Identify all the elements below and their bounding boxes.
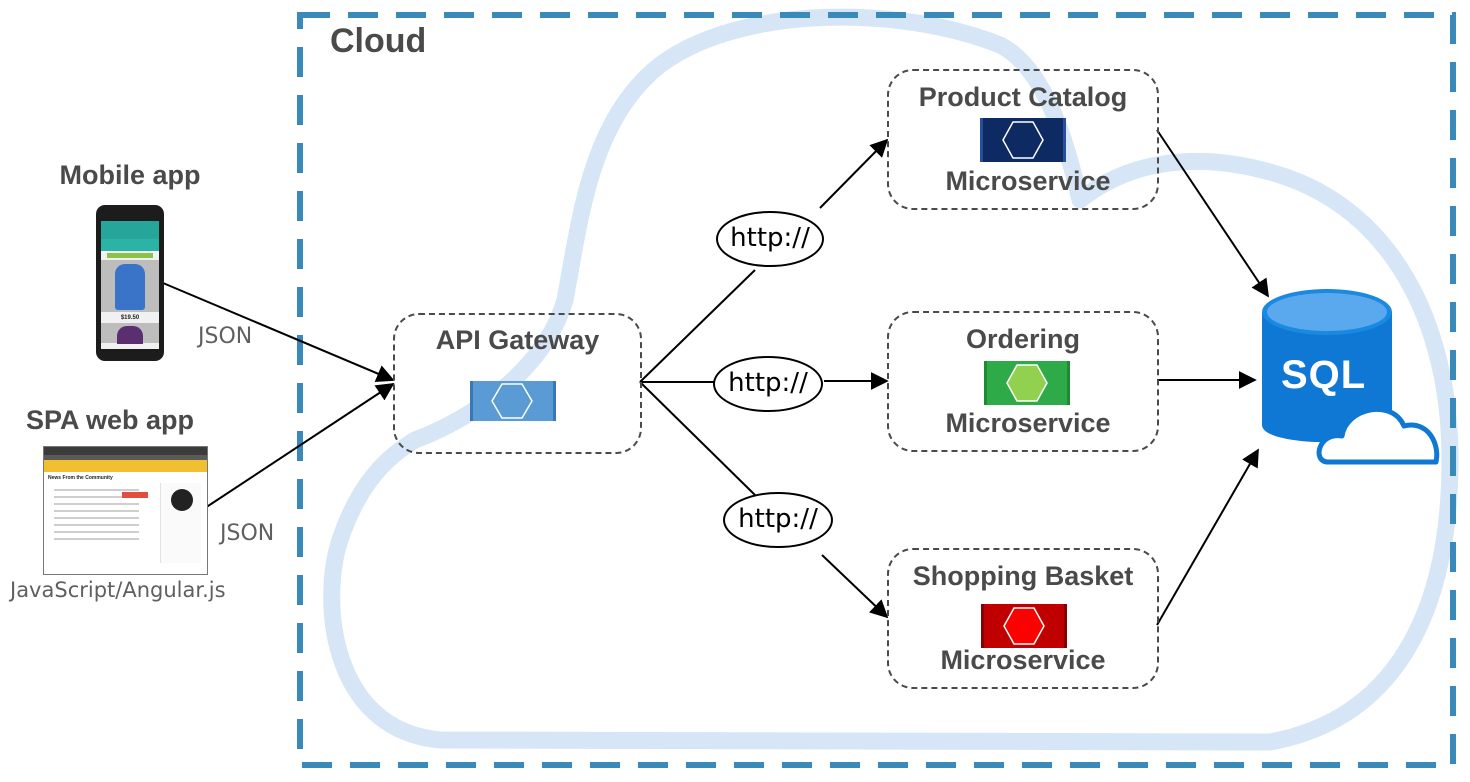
arrow-gateway-to-catalog-a [639, 269, 756, 383]
mobile-phone-image: $19.50 [96, 205, 164, 361]
http-ellipse-1 [716, 211, 824, 267]
api-gateway-box [393, 313, 642, 454]
ordering-title: Ordering [965, 324, 1080, 354]
phone-price-text: $19.50 [120, 315, 140, 321]
product-catalog-subtitle: Microservice [945, 166, 1111, 196]
cloud-outline [323, 8, 1459, 751]
spa-json-label: JSON [220, 521, 275, 546]
http-label-catalog: http:// [730, 223, 810, 253]
arrow-gateway-to-basket-b [821, 554, 889, 619]
spa-app-title: SPA web app [25, 405, 195, 435]
api-gateway-title: API Gateway [435, 325, 600, 355]
ordering-subtitle: Microservice [945, 408, 1111, 438]
http-ellipse-2 [713, 356, 823, 412]
http-label-basket: http:// [738, 504, 818, 534]
mobile-json-label: JSON [198, 324, 253, 349]
product-catalog-title: Product Catalog [918, 82, 1128, 112]
gateway-hexagon-icon [470, 381, 556, 421]
sql-database-icon [1262, 289, 1440, 465]
arrow-mobile-to-gateway [162, 282, 395, 382]
shopping-basket-subtitle: Microservice [940, 645, 1106, 675]
catalog-hexagon-icon [980, 118, 1066, 162]
product-catalog-box [887, 69, 1159, 210]
spa-screenshot-image: News From the Community [43, 446, 208, 575]
basket-hexagon-icon [981, 604, 1067, 648]
http-label-ordering: http:// [728, 368, 808, 398]
spa-screen-heading: News From the Community [48, 475, 113, 481]
spa-framework-label: JavaScript/Angular.js [10, 578, 226, 602]
arrow-catalog-to-sql [1156, 129, 1270, 298]
mobile-app-title: Mobile app [59, 160, 201, 190]
ordering-box [887, 311, 1159, 452]
http-ellipse-3 [723, 492, 833, 548]
sql-label: SQL [1281, 353, 1367, 397]
ordering-hexagon-icon [984, 361, 1070, 405]
arrow-gateway-to-basket-a [639, 381, 756, 496]
cloud-boundary [297, 12, 1456, 768]
arrow-spa-to-gateway [204, 383, 395, 509]
arrow-basket-to-sql [1156, 448, 1259, 626]
cloud-title: Cloud [330, 22, 427, 60]
shopping-basket-box [887, 548, 1159, 689]
arrow-gateway-to-catalog-b [819, 138, 889, 209]
shopping-basket-title: Shopping Basket [912, 561, 1134, 591]
